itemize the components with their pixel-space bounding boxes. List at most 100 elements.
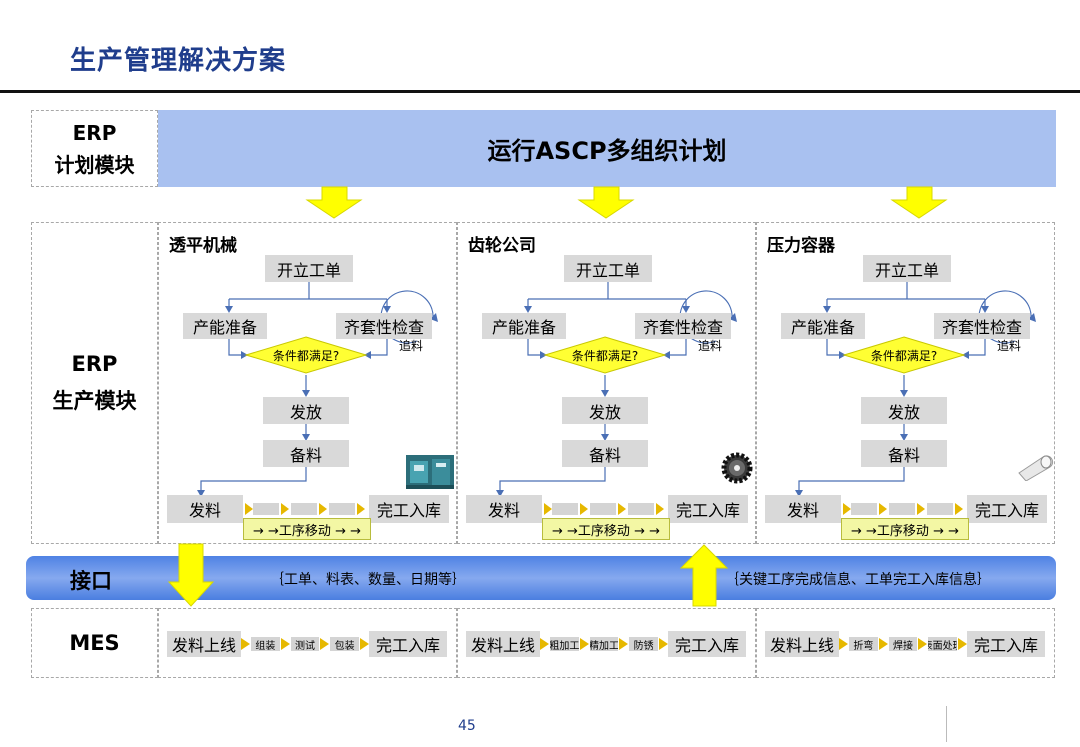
step-complete: 完工入库: [668, 495, 748, 523]
chase-material-label: 追料: [997, 339, 1022, 353]
step-prepare-material: 备料: [562, 440, 648, 467]
step-capacity: 产能准备: [183, 313, 267, 339]
erp-plan-label-line1: ERP: [72, 120, 117, 145]
down-arrow-1: [305, 186, 363, 219]
plant-panel-3: 压力容器 开立工单 产能准备 齐套性检查 条件都满足? 追料 发放 备料 发料 …: [756, 222, 1055, 544]
mes-operation: 测试: [290, 637, 320, 651]
mes-start-step: 发料上线: [765, 631, 839, 657]
condition-diamond: 条件都满足?: [244, 335, 368, 375]
step-open-order: 开立工单: [564, 255, 652, 282]
mes-operation-steps: 折弯 焊接 表面处理: [839, 636, 968, 652]
step-issue-material: 发料: [765, 495, 841, 523]
mes-label: MES: [31, 608, 158, 678]
mes-start-step: 发料上线: [466, 631, 540, 657]
chase-material-label: 追料: [399, 339, 424, 353]
gear-icon: [721, 452, 753, 484]
turbine-machine-icon: [406, 455, 454, 489]
operation-flow-bar: [843, 503, 963, 515]
plant-name: 透平机械: [169, 236, 237, 256]
step-kitting-check: 齐套性检查: [336, 313, 432, 339]
mes-line-2: 发料上线 粗加工 精加工 防锈 完工入库: [457, 608, 756, 678]
mes-operation-steps: 粗加工 精加工 防锈: [540, 636, 669, 652]
step-kitting-check: 齐套性检查: [934, 313, 1030, 339]
flow-arrow: [878, 638, 888, 650]
step-open-order: 开立工单: [863, 255, 951, 282]
condition-text: 条件都满足?: [870, 348, 938, 363]
down-arrow-to-mes: [167, 543, 215, 607]
erp-prod-label-line2: 生产模块: [52, 389, 137, 413]
down-arrow-2: [577, 186, 635, 219]
ascp-band: 运行ASCP多组织计划: [158, 110, 1056, 187]
plant-name: 压力容器: [767, 236, 835, 256]
mes-operation-steps: 组装 测试 包装: [241, 636, 370, 652]
pipe-icon: [1018, 455, 1054, 481]
step-issue-material: 发料: [167, 495, 243, 523]
flow-arrow: [659, 638, 669, 650]
flow-arrow: [280, 638, 290, 650]
flow-arrow: [918, 638, 928, 650]
erp-prod-label: ERP 生产模块: [31, 222, 158, 544]
title-underline: [0, 90, 1080, 93]
footer-divider: [946, 706, 947, 742]
mes-operation: 精加工: [589, 637, 619, 651]
plant-panel-2: 齿轮公司 开立工单 产能准备 齐套性检查 条件都满足? 追料 发放 备料 发料 …: [457, 222, 756, 544]
ascp-text: 运行ASCP多组织计划: [487, 137, 727, 165]
erp-plan-label-line2: 计划模块: [54, 152, 135, 177]
condition-text: 条件都满足?: [272, 348, 340, 363]
step-open-order: 开立工单: [265, 255, 353, 282]
erp-plan-label: ERP 计划模块: [31, 110, 158, 187]
flow-arrow: [619, 638, 629, 650]
plant-connectors: [795, 282, 1036, 497]
plant-panel-1: 透平机械 开立工单 产能准备 齐套性检查 条件都满足? 追料 发放 备料 发料 …: [158, 222, 457, 544]
condition-text: 条件都满足?: [571, 348, 639, 363]
mes-end-step: 完工入库: [668, 631, 746, 657]
mes-operation: 包装: [330, 637, 360, 651]
operation-move-bar: → →工序移动 → →: [243, 518, 371, 540]
mes-end-step: 完工入库: [369, 631, 447, 657]
step-release: 发放: [861, 397, 947, 424]
step-prepare-material: 备料: [263, 440, 349, 467]
step-release: 发放: [562, 397, 648, 424]
step-complete: 完工入库: [369, 495, 449, 523]
page-number: 45: [458, 718, 476, 734]
mes-label-cell: [31, 608, 158, 678]
operation-flow-bar: [245, 503, 365, 515]
mes-line-3: 发料上线 折弯 焊接 表面处理 完工入库: [756, 608, 1055, 678]
operation-move-bar: → →工序移动 → →: [841, 518, 969, 540]
page-title: 生产管理解决方案: [70, 46, 287, 76]
interface-mes-to-erp-text: ｛关键工序完成信息、工单完工入库信息｝: [725, 572, 991, 588]
mes-operation: 焊接: [888, 637, 918, 651]
condition-diamond: 条件都满足?: [842, 335, 966, 375]
plant-name: 齿轮公司: [468, 236, 536, 256]
step-issue-material: 发料: [466, 495, 542, 523]
step-release: 发放: [263, 397, 349, 424]
condition-diamond: 条件都满足?: [543, 335, 667, 375]
flow-arrow: [839, 638, 848, 650]
down-arrow-3: [890, 186, 948, 219]
step-capacity: 产能准备: [781, 313, 865, 339]
flow-arrow: [241, 638, 250, 650]
step-capacity: 产能准备: [482, 313, 566, 339]
mes-line-1: 发料上线 组装 测试 包装 完工入库: [158, 608, 457, 678]
mes-start-step: 发料上线: [167, 631, 241, 657]
flow-arrow: [320, 638, 330, 650]
mes-operation: 粗加工: [550, 637, 579, 651]
mes-operation: 折弯: [849, 637, 878, 651]
mes-operation: 组装: [251, 637, 280, 651]
flow-arrow: [958, 638, 968, 650]
step-prepare-material: 备料: [861, 440, 947, 467]
mes-end-step: 完工入库: [967, 631, 1045, 657]
mes-label-text: MES: [69, 630, 120, 655]
plant-connectors: [197, 282, 438, 497]
erp-prod-label-line1: ERP: [71, 352, 118, 377]
mes-operation: 表面处理: [928, 637, 958, 651]
flow-arrow: [579, 638, 589, 650]
interface-label: 接口: [70, 569, 112, 593]
erp-plan-label-cell: [31, 110, 158, 187]
step-complete: 完工入库: [967, 495, 1047, 523]
erp-prod-label-cell: [31, 222, 158, 544]
up-arrow-to-erp: [679, 544, 729, 607]
chase-material-label: 追料: [698, 339, 723, 353]
